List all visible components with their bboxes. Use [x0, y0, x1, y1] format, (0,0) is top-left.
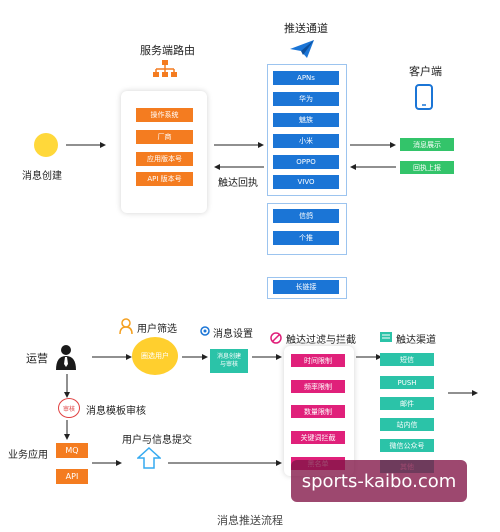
arrow-channels-right: [448, 390, 478, 396]
message-create-node: [34, 133, 58, 157]
filter-intercept-title: 触达过滤与拦截: [286, 335, 356, 346]
create-and-review-box: 消息创建 与审核: [210, 349, 248, 373]
message-settings-title: 消息设置: [213, 329, 253, 340]
operator-label: 运营: [26, 352, 48, 365]
channel-long-connection: 长链接: [273, 280, 339, 294]
arrow-audit-down: [64, 420, 70, 440]
channels-icon: [380, 332, 392, 342]
user-filter-title: 用户筛选: [137, 324, 177, 335]
channel-oppo: OPPO: [273, 155, 339, 169]
arrow-channel-to-client: [350, 142, 396, 148]
user-info-submit-label: 用户与信息提交: [122, 435, 192, 446]
channel-xinge: 信鸽: [273, 209, 339, 223]
client-display: 消息展示: [400, 138, 454, 151]
user-icon: [119, 318, 133, 334]
route-item-api-version: API 版本号: [136, 172, 193, 186]
server-route-title: 服务端路由: [140, 44, 195, 57]
channel-meizu: 魅族: [273, 113, 339, 127]
filter-quantity-limit: 数量限制: [291, 405, 345, 418]
channel-huawei: 华为: [273, 92, 339, 106]
route-item-app-version: 应用版本号: [136, 152, 193, 166]
reach-push: PUSH: [380, 376, 434, 389]
reach-channels-title: 触达渠道: [396, 335, 436, 346]
template-audit-label: 消息模板审核: [86, 406, 146, 417]
filter-time-limit: 时间限制: [291, 354, 345, 367]
push-channel-title: 推送通道: [284, 22, 328, 35]
channel-apns: APNs: [273, 71, 339, 85]
route-item-vendor: 厂商: [136, 130, 193, 144]
figure-caption: 消息推送流程: [217, 514, 283, 527]
channel-getui: 个推: [273, 231, 339, 245]
client-receipt-report: 回执上报: [400, 161, 454, 174]
api-box: API: [56, 469, 88, 484]
reach-wechat: 微信公众号: [380, 439, 434, 452]
filter-block-icon: [270, 332, 282, 344]
channel-vivo: VIVO: [273, 175, 339, 189]
channel-xiaomi: 小米: [273, 134, 339, 148]
audit-badge-text: 审核: [62, 405, 75, 413]
message-create-label: 消息创建: [22, 171, 62, 182]
watermark: sports-kaibo.com: [291, 460, 467, 502]
arrow-operator-down: [64, 374, 70, 398]
receipt-label: 触达回执: [218, 178, 258, 189]
arrow-filterblock-to-channels: [356, 354, 382, 360]
settings-gear-icon: [200, 326, 210, 336]
client-title: 客户端: [409, 65, 442, 78]
audit-badge: 审核: [58, 398, 80, 418]
network-tree-icon: [153, 60, 177, 77]
filter-frequency-limit: 频率限制: [291, 380, 345, 393]
arrow-operator-to-filter: [92, 354, 132, 360]
select-users-label: 圈选用户: [141, 352, 169, 360]
route-item-os: 操作系统: [136, 108, 193, 122]
arrow-create-to-route: [66, 142, 106, 148]
mq-box: MQ: [56, 443, 88, 458]
channel-group-vendors: [267, 64, 347, 196]
arrow-filter-to-settings: [182, 354, 208, 360]
arrow-route-to-channel: [214, 142, 264, 148]
reach-in-app: 站内信: [380, 418, 434, 431]
reach-sms: 短信: [380, 353, 434, 366]
operator-person-icon: [56, 345, 76, 370]
arrow-client-to-channel: [350, 164, 396, 170]
mobile-phone-icon: [415, 84, 433, 110]
business-app-label: 业务应用: [8, 450, 48, 461]
arrow-settings-to-filterblock: [252, 354, 282, 360]
arrow-submit-to-filterblock: [168, 460, 282, 466]
select-users-circle: 圈选用户: [132, 337, 178, 375]
paper-plane-icon: [290, 40, 314, 58]
reach-email: 邮件: [380, 397, 434, 410]
filter-keyword-block: 关键词拦截: [291, 431, 345, 444]
upload-arrow-icon: [137, 447, 161, 469]
arrow-mq-to-submit: [92, 460, 122, 466]
arrow-channel-to-route: [214, 164, 264, 170]
